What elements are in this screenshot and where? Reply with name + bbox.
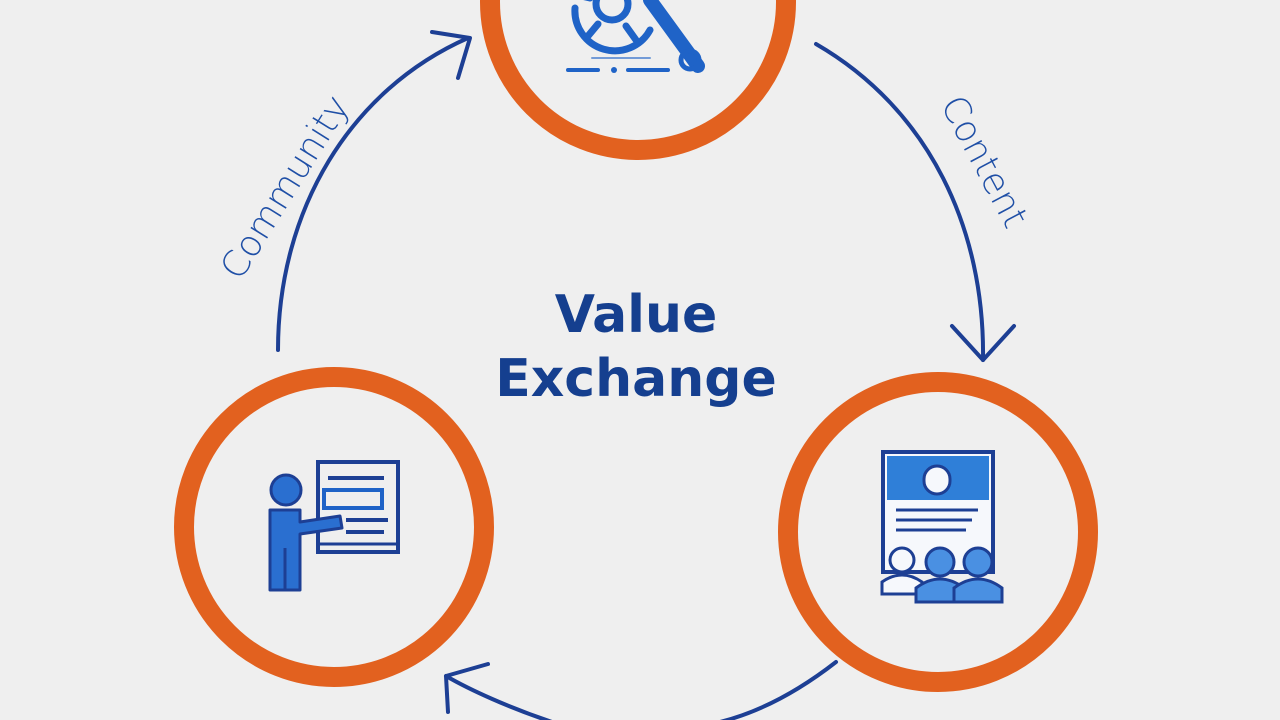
arrow-bottom [719, 660, 838, 720]
arrowhead-community [430, 30, 472, 80]
node-top [480, 0, 796, 160]
gear-wrench-icon [566, 0, 705, 73]
arrow-content [814, 42, 986, 362]
node-community [174, 367, 494, 687]
center-title-line2: Exchange [495, 349, 777, 409]
arrow-bottom-left [444, 674, 553, 720]
arrow-community [276, 36, 470, 352]
label-community: Community [213, 88, 358, 286]
label-content: Content [932, 89, 1035, 235]
node-content [778, 372, 1098, 692]
presenter-icon [268, 460, 400, 592]
cycle-arrows [276, 30, 1016, 720]
center-title-line1: Value [555, 285, 718, 345]
node-top-ring [480, 0, 796, 160]
arrowhead-bottom [444, 662, 490, 714]
content-document-icon [880, 450, 1004, 604]
arrowhead-content [950, 324, 1016, 362]
